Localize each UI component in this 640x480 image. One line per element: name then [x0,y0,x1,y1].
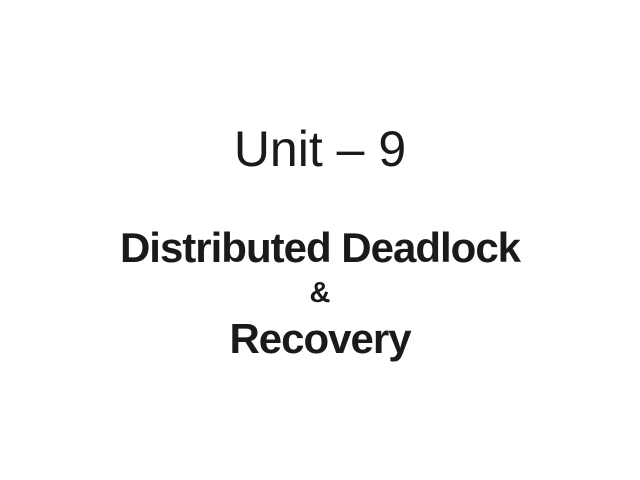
subtitle-line-distributed-deadlock: Distributed Deadlock [119,224,521,271]
slide-subtitle: Distributed Deadlock & Recovery [0,224,640,363]
subtitle-ampersand: & [309,277,331,310]
unit-title: Unit – 9 [233,121,407,177]
subtitle-line-recovery: Recovery [229,315,411,363]
